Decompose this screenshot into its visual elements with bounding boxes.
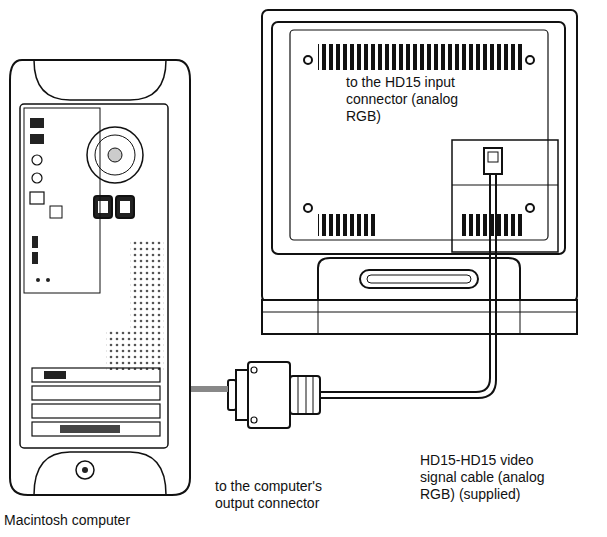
connector-callout: to the HD15 input connector (analog RGB) (346, 74, 468, 125)
computer-caption: Macintosh computer (4, 512, 184, 529)
monitor-back (262, 10, 577, 334)
cable-callout: HD15-HD15 video signal cable (analog RGB… (420, 452, 570, 503)
video-cable (228, 174, 496, 428)
connector-callout: to the computer's output connector (215, 478, 347, 512)
macintosh-tower (10, 60, 190, 495)
